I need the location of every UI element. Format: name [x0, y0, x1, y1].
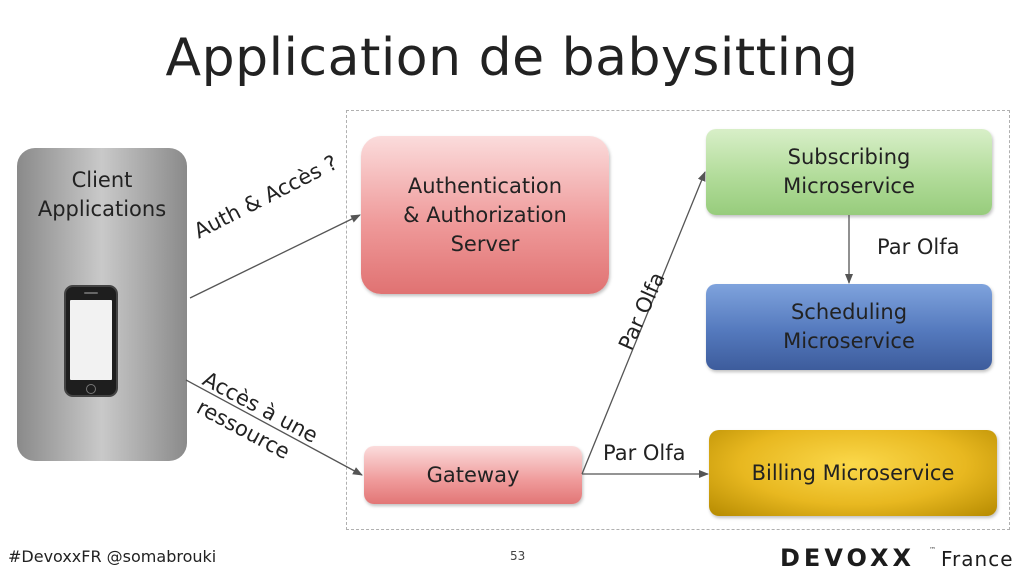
phone-home-button — [86, 384, 96, 394]
services-boundary — [346, 110, 1010, 530]
billing-microservice-label: Billing Microservice — [751, 460, 955, 485]
scheduling-microservice-node: Scheduling Microservice — [706, 284, 992, 370]
devoxx-logo-country: France — [941, 547, 1014, 571]
edge-label-subscribing-scheduling: Par Olfa — [877, 235, 960, 259]
auth-server-label: Authentication & Authorization Server — [403, 173, 567, 256]
gateway-label: Gateway — [426, 462, 520, 487]
footer-handle: #DevoxxFR @somabrouki — [8, 547, 217, 566]
edge-label-gateway-billing: Par Olfa — [603, 441, 686, 465]
billing-microservice-node: Billing Microservice — [709, 430, 997, 516]
arrow-client-to-gateway — [185, 379, 363, 476]
slide-title: Application de babysitting — [165, 28, 859, 88]
subscribing-microservice-label: Subscribing Microservice — [783, 145, 915, 198]
arrow-gateway-to-subscribing — [581, 171, 706, 475]
client-applications-label: Client Applications — [37, 168, 167, 221]
phone-speaker — [84, 292, 98, 294]
auth-server-node: Authentication & Authorization Server — [361, 136, 609, 294]
phone-screen — [70, 300, 112, 380]
devoxx-logo: DEVOXX — [780, 544, 916, 572]
devoxx-logo-tm: ™ — [929, 546, 936, 554]
page-number: 53 — [510, 549, 526, 563]
scheduling-microservice-label: Scheduling Microservice — [783, 300, 915, 353]
smartphone-icon — [64, 285, 118, 397]
gateway-node: Gateway — [364, 446, 582, 504]
arrow-client-to-auth — [189, 214, 361, 299]
subscribing-microservice-node: Subscribing Microservice — [706, 129, 992, 215]
